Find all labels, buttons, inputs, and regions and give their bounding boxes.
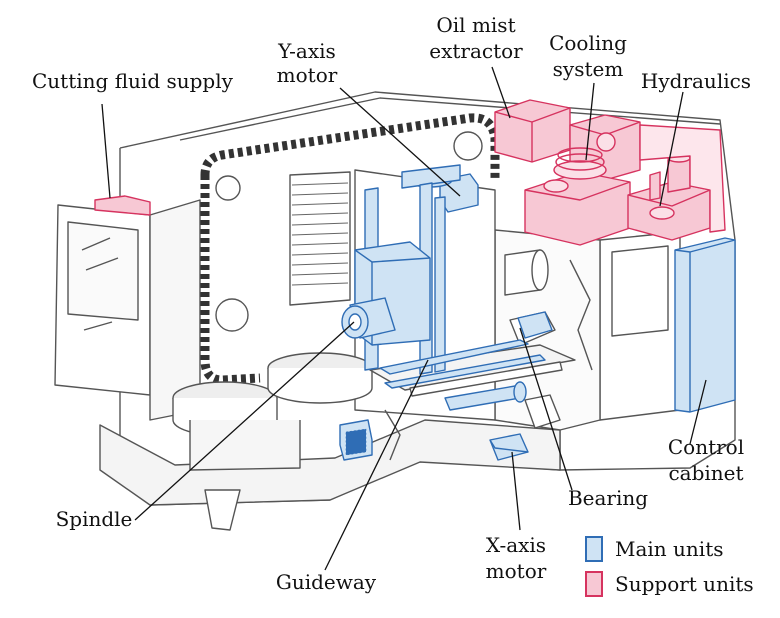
legend-main-units-label: Main units: [615, 537, 724, 561]
cutting-fluid-tank: [94, 195, 151, 216]
labels: Cutting fluid supply Y-axis motor Oil mi…: [32, 13, 751, 594]
legend-main-units-swatch: [585, 536, 603, 562]
label-x-axis-motor-line1: X-axis: [486, 533, 546, 557]
x-guideway: [379, 339, 529, 375]
label-bearing: Bearing: [568, 486, 648, 510]
bearing-unit: [517, 311, 553, 339]
label-guideway: Guideway: [276, 570, 377, 594]
label-cutting-fluid-supply: Cutting fluid supply: [32, 69, 234, 93]
label-cooling-line2: system: [553, 57, 624, 81]
label-hydraulics: Hydraulics: [641, 69, 751, 93]
label-control-line2: cabinet: [668, 461, 743, 485]
label-y-axis-motor-line1: Y-axis: [277, 39, 336, 63]
label-x-axis-motor-line2: motor: [486, 559, 547, 583]
leader-lines: [101, 66, 707, 571]
legend: Main units Support units: [585, 536, 754, 597]
label-spindle: Spindle: [56, 507, 133, 531]
label-control-line1: Control: [668, 435, 744, 459]
label-oil-mist-line1: Oil mist: [436, 13, 515, 37]
label-cooling-line1: Cooling: [549, 31, 627, 55]
label-oil-mist-line2: extractor: [429, 39, 523, 63]
legend-support-units-swatch: [585, 571, 603, 597]
label-y-axis-motor-line2: motor: [277, 63, 338, 87]
main-units-group: [339, 164, 736, 461]
legend-support-units-label: Support units: [615, 572, 754, 596]
support-units-group: [94, 99, 726, 246]
